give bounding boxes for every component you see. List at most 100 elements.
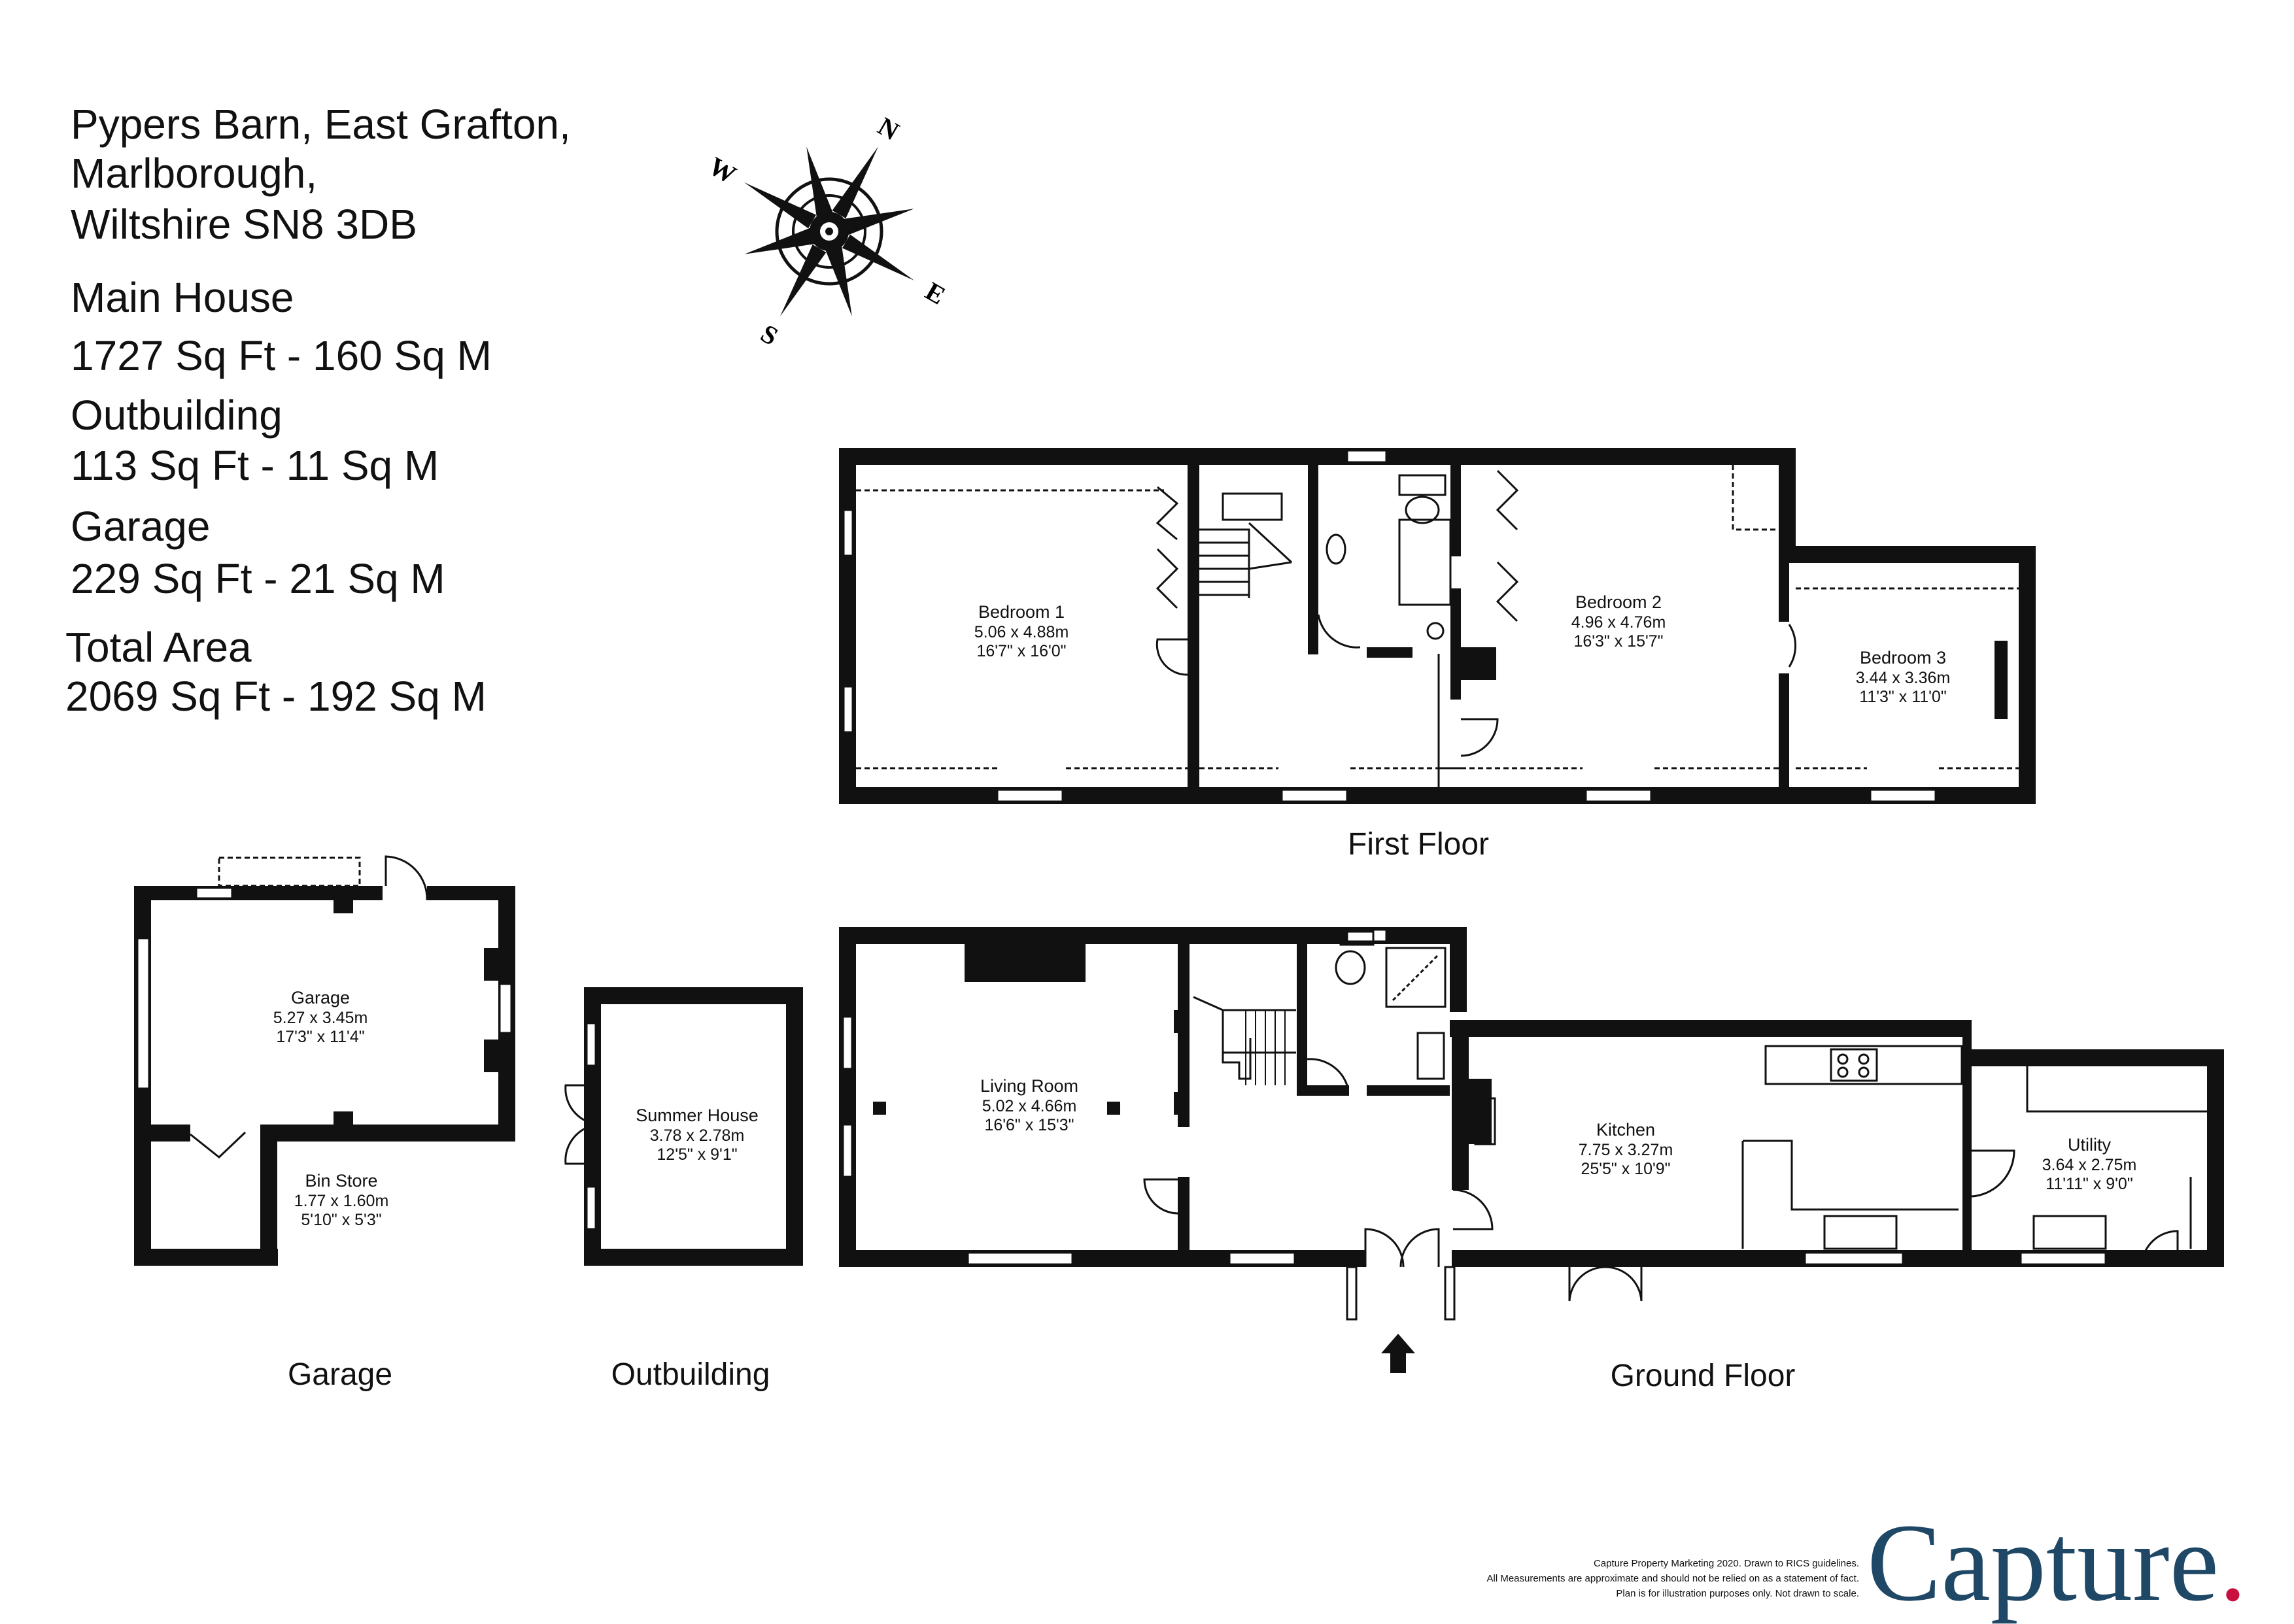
compass-w-label: W [704,151,741,190]
address-line-3: Wiltshire SN8 3DB [71,201,417,248]
wall [1779,673,1789,787]
wall [786,987,803,1266]
total-area-label: Total Area [65,624,252,671]
garage-label: Garage [71,503,211,550]
wall [1178,944,1190,1127]
ground-floor-plan [839,927,2224,1373]
summer-house-imperial: 12'5" x 9'1" [657,1145,737,1164]
wall [1779,563,1789,622]
garage-plan [134,886,515,1266]
total-area-value: 2069 Sq Ft - 192 Sq M [65,673,487,720]
disclaimer-line-2: All Measurements are approximate and sho… [1486,1573,1860,1584]
utility-imperial: 11'11" x 9'0" [2046,1175,2132,1193]
wall [584,987,803,1004]
double-sink-icon [2032,1215,2107,1250]
main-house-area: 1727 Sq Ft - 160 Sq M [71,332,492,379]
window [195,887,233,900]
chimney-breast [1994,641,2008,719]
door-swing [385,855,428,901]
wall [1450,680,1461,700]
door-swing [1971,1149,2015,1198]
wall [839,927,856,1267]
bedroom1-imperial: 16'7" x 16'0" [976,642,1066,660]
garage-area: 229 Sq Ft - 21 Sq M [71,555,445,602]
chimney-breast [965,944,1086,982]
bedroom2-name: Bedroom 2 [1575,592,1662,612]
wall [260,1125,277,1266]
garage-metric: 5.27 x 3.45m [273,1009,368,1027]
utility-units [2026,1066,2207,1249]
door-swing [2140,1230,2179,1268]
bedroom3-imperial: 11'3" x 11'0" [1859,688,1946,706]
kitchen-name: Kitchen [1596,1120,1655,1140]
main-house-label: Main House [71,274,294,321]
living-room-imperial: 16'6" x 15'3" [984,1116,1074,1134]
window-canopy [218,856,361,887]
door-swing [1460,718,1499,757]
toilet-bowl-icon [1405,496,1440,524]
window [967,1251,1074,1266]
porch-wall [1444,1266,1456,1321]
bedroom2-metric: 4.96 x 4.76m [1571,613,1666,632]
door-swing [1452,1189,1494,1230]
window [585,1022,597,1067]
wall-pier [1174,1010,1180,1033]
window [842,1123,853,1178]
patio-door-swing [1568,1266,1643,1302]
wall [1779,546,2036,563]
wall [1188,465,1199,787]
compass-rose-icon: N E S W [704,111,950,351]
stairs [1199,522,1293,598]
double-sink-icon [1823,1215,1898,1250]
shower-tray-icon [1385,947,1447,1008]
bath-icon [1398,518,1452,606]
wall [584,1249,803,1266]
bin-store-name: Bin Store [305,1171,377,1191]
eaves-line [856,465,2019,770]
stairs [1193,996,1296,1080]
door-swing [1317,614,1361,649]
door-swing [1307,1058,1348,1086]
bedroom3-metric: 3.44 x 3.36m [1856,669,1951,687]
garage-imperial: 17'3" x 11'4" [276,1028,364,1046]
wall [1450,465,1461,556]
outbuilding-section-label: Outbuilding [611,1357,770,1392]
front-door-swing [1364,1228,1440,1268]
kitchen-imperial: 25'5" x 10'9" [1581,1160,1670,1178]
toilet-icon [1398,474,1447,496]
wall-pier [484,948,498,981]
wall [1178,1177,1190,1250]
window [842,685,854,734]
brand-dot: . [2219,1501,2247,1624]
wall [1450,647,1496,680]
kitchen-units [1741,1140,1959,1249]
wall [1297,1085,1349,1096]
first-floor-fixtures [856,465,2019,787]
living-room-name: Living Room [980,1076,1078,1096]
address-line-2: Marlborough, [71,150,318,197]
window [1584,788,1652,803]
summer-house-name: Summer House [636,1106,759,1125]
chimney-breast [1469,1079,1492,1144]
wall-pier [484,1040,498,1072]
window [1280,788,1348,803]
window [1804,1251,1904,1266]
door-swing [1788,624,1796,668]
basin-icon [1326,533,1346,565]
window [842,509,854,557]
outbuilding-label: Outbuilding [71,392,282,439]
ground-floor-fixtures [1006,930,2207,1302]
door-swing [1143,1178,1178,1215]
wall [2019,546,2036,804]
window [1869,788,1937,803]
shower-diagonal [1392,953,1440,1002]
fireplace-icon [1006,963,1038,979]
wall [427,886,515,900]
porch-wall [1346,1266,1358,1321]
window [1228,1251,1296,1266]
garage-section-label: Garage [288,1357,392,1392]
hob-icon [1830,1048,1878,1082]
wall-pier [1174,1092,1180,1115]
bedroom1-metric: 5.06 x 4.88m [974,623,1069,641]
